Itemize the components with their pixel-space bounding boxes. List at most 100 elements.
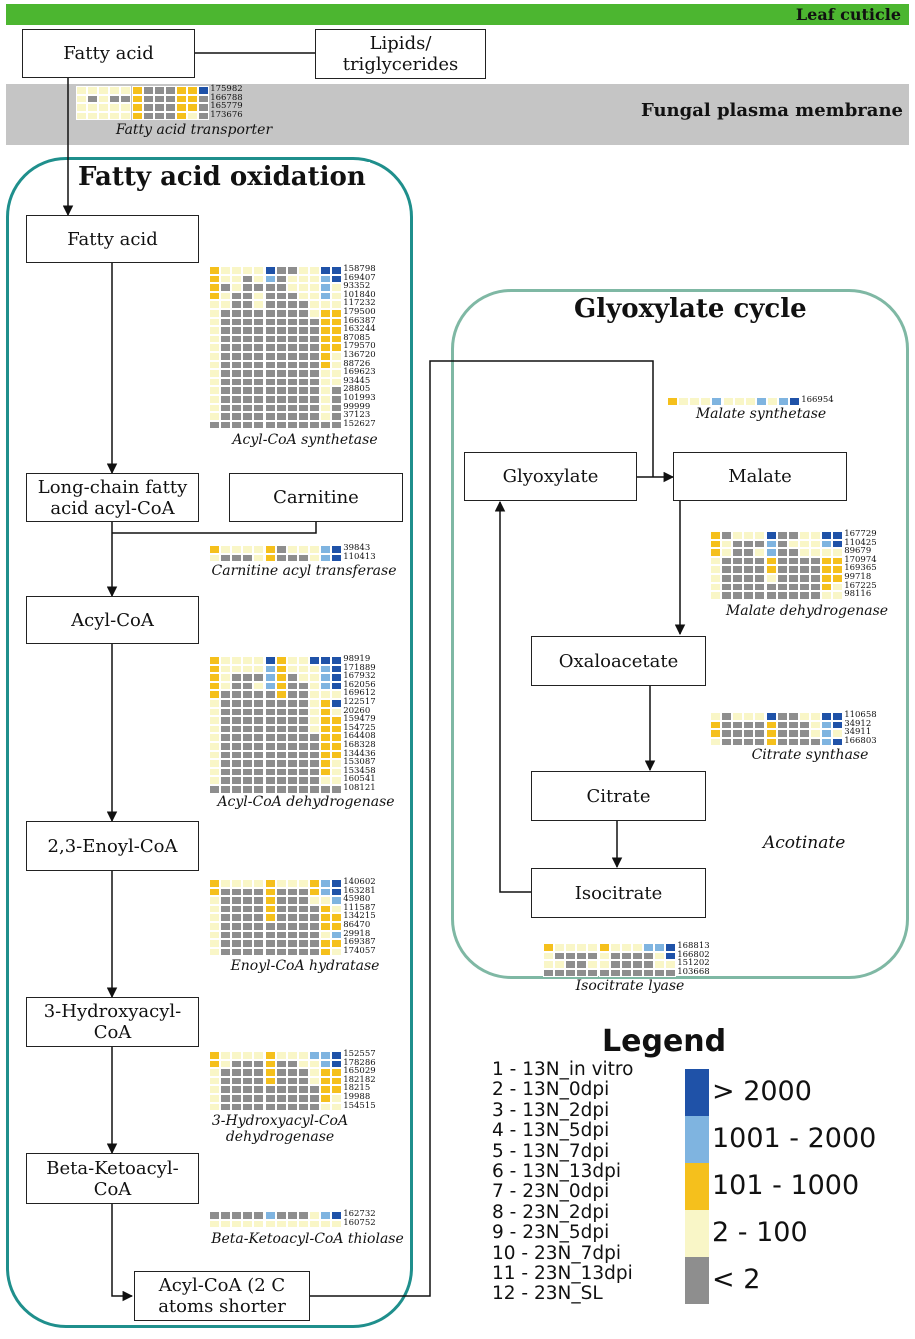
heatmap-cell bbox=[220, 673, 232, 682]
heatmap-cell bbox=[253, 913, 265, 922]
heatmap-cell bbox=[297, 309, 309, 318]
heatmap-cell bbox=[297, 326, 309, 335]
heatmap-cell bbox=[275, 733, 287, 742]
legend-swatch-very_high bbox=[685, 1069, 709, 1116]
legend-sample: 10 - 23N_7dpi bbox=[492, 1242, 622, 1264]
heatmap-cell bbox=[609, 951, 621, 961]
heatmap-cell bbox=[286, 904, 298, 914]
heatmap-cell bbox=[209, 947, 221, 957]
heatmap-cell bbox=[721, 531, 733, 540]
heatmap-cell bbox=[587, 943, 599, 952]
heatmap-cell bbox=[286, 716, 298, 725]
heatmap-cell bbox=[297, 317, 309, 327]
heatmap-cell bbox=[209, 403, 221, 413]
heatmap-cell bbox=[231, 699, 243, 708]
heatmap-cell bbox=[331, 412, 343, 421]
heatmap-cell bbox=[320, 681, 332, 691]
node-hydroxyacyl-coa: 3-Hydroxyacyl- CoA bbox=[26, 997, 199, 1047]
heatmap-cell bbox=[253, 785, 265, 794]
heatmap-cell bbox=[798, 531, 810, 540]
heatmap-cell bbox=[732, 574, 744, 583]
heatmap-cell bbox=[242, 553, 254, 563]
heatmap-cell bbox=[297, 420, 309, 430]
heatmap-cell bbox=[242, 352, 254, 361]
heatmap-cell bbox=[798, 729, 810, 738]
legend-swatch-none bbox=[685, 1257, 709, 1304]
gene-id: 171889 bbox=[343, 662, 376, 673]
heatmap-cell bbox=[275, 274, 287, 284]
heatmap-cell bbox=[776, 729, 788, 738]
heatmap-cell bbox=[264, 545, 276, 554]
heatmap-cell bbox=[198, 86, 210, 95]
heatmap-cell bbox=[264, 395, 276, 404]
heatmap-cell bbox=[721, 565, 733, 574]
heatmap-cell bbox=[832, 737, 844, 747]
heatmap-cell bbox=[220, 1211, 232, 1220]
heatmap-cell bbox=[743, 548, 755, 557]
gene-id: 140602 bbox=[343, 877, 376, 887]
gene-id: 152627 bbox=[343, 418, 376, 429]
heatmap-cell bbox=[700, 397, 712, 406]
heatmap-cell bbox=[275, 939, 287, 948]
heatmap-cell bbox=[286, 420, 298, 430]
heatmap-cell bbox=[264, 759, 276, 768]
arrow-isocitrate-glyoxylate bbox=[494, 500, 531, 893]
heatmap-cell bbox=[732, 539, 744, 549]
heatmap-cell bbox=[253, 326, 265, 335]
heatmap-cell bbox=[253, 664, 265, 674]
heatmap-cell bbox=[755, 397, 767, 406]
heatmap-cell bbox=[297, 1059, 309, 1069]
heatmap-cell bbox=[264, 707, 276, 717]
heatmap-cell bbox=[253, 939, 265, 948]
heatmap-cell bbox=[264, 656, 276, 665]
heatmap-cell bbox=[242, 1085, 254, 1094]
heatmap-cell bbox=[275, 412, 287, 421]
heatmap-cell bbox=[253, 690, 265, 699]
heatmap-cell bbox=[832, 548, 844, 557]
heatmap-cell bbox=[331, 1068, 343, 1077]
heatmap-cell bbox=[231, 395, 243, 404]
heatmap-cell bbox=[331, 326, 343, 335]
label-malate-synthetase: Malate synthetase bbox=[695, 406, 827, 422]
heatmap-cell bbox=[765, 531, 777, 540]
heatmap-cell bbox=[286, 939, 298, 948]
heatmap-cell bbox=[754, 720, 766, 730]
heatmap-cell bbox=[654, 960, 666, 969]
acetyl-feed-line bbox=[310, 360, 654, 1297]
heatmap-cell bbox=[231, 553, 243, 563]
heatmap-cell bbox=[253, 343, 265, 352]
heatmap-cell bbox=[209, 266, 221, 275]
gene-id: 166954 bbox=[801, 395, 834, 405]
acotinate-label: Acotinate bbox=[763, 833, 846, 853]
heatmap-cell bbox=[743, 556, 755, 566]
heatmap-cell bbox=[798, 591, 810, 600]
heatmap-cell bbox=[209, 291, 221, 301]
heatmap-cell bbox=[220, 309, 232, 318]
heatmap-cell bbox=[231, 716, 243, 725]
heatmap-cell bbox=[286, 1094, 298, 1103]
gene-id: 110658 bbox=[844, 710, 877, 720]
heatmap-cell bbox=[264, 1085, 276, 1094]
heatmap-cell bbox=[142, 86, 154, 95]
heatmap-cell bbox=[798, 720, 810, 730]
heatmap-cell bbox=[308, 343, 320, 352]
heatmap-cell bbox=[253, 1051, 265, 1060]
heatmap-cell bbox=[264, 939, 276, 948]
heatmap-cell bbox=[809, 548, 821, 557]
heatmap-cell bbox=[220, 776, 232, 785]
heatmap-cell bbox=[308, 785, 320, 794]
heatmap-cell bbox=[776, 737, 788, 747]
heatmap-cell bbox=[308, 930, 320, 940]
heatmap-cell bbox=[331, 291, 343, 301]
heatmap-cell bbox=[710, 565, 722, 574]
heatmap-cell bbox=[620, 943, 632, 952]
heatmap-cell bbox=[821, 712, 833, 721]
heatmap-cell bbox=[308, 699, 320, 708]
heatmap-cell bbox=[554, 951, 566, 961]
gene-id: 20260 bbox=[343, 705, 371, 716]
node-malate: Malate bbox=[673, 452, 847, 501]
heatmap-cell bbox=[220, 317, 232, 327]
heatmap-cell bbox=[220, 930, 232, 940]
